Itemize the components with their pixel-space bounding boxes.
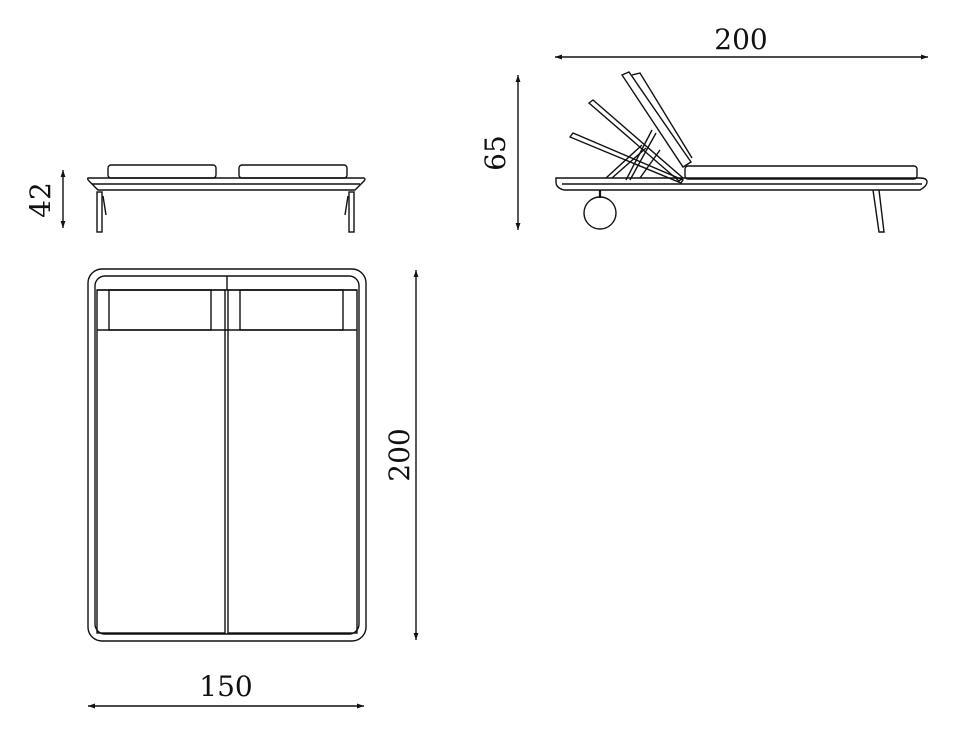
front-height-dimension: 42: [24, 170, 66, 228]
side-cushion: [684, 165, 918, 180]
side-height-label: 65: [479, 135, 512, 171]
side-frame: [555, 177, 928, 191]
plan-width-label: 150: [199, 670, 252, 703]
front-leg-right: [348, 191, 355, 233]
plan-mattress-left: [96, 289, 226, 634]
side-backrest-position-1: [587, 99, 685, 182]
side-length-dimension: 200: [555, 23, 928, 60]
side-length-label: 200: [714, 23, 767, 56]
side-height-dimension: 65: [479, 75, 521, 230]
plan-view: [87, 268, 367, 642]
front-height-label: 42: [24, 182, 57, 218]
plan-mattress-right: [227, 289, 358, 634]
side-view: [555, 71, 928, 233]
plan-length-dimension: 200: [383, 270, 419, 640]
plan-length-label: 200: [383, 428, 416, 481]
front-cushion-right: [238, 164, 348, 179]
plan-pillow-left: [108, 289, 212, 331]
side-backrest: [620, 71, 692, 168]
front-view: [86, 164, 366, 233]
side-leg: [872, 189, 885, 233]
front-leg-left: [96, 191, 103, 233]
front-frame: [86, 177, 366, 191]
plan-frame-outer: [87, 268, 367, 642]
side-wheel: [583, 196, 617, 230]
side-backrest-position-2: [568, 132, 685, 184]
plan-pillow-right: [239, 289, 344, 331]
plan-width-dimension: 150: [88, 670, 364, 709]
front-cushion-left: [107, 164, 217, 179]
